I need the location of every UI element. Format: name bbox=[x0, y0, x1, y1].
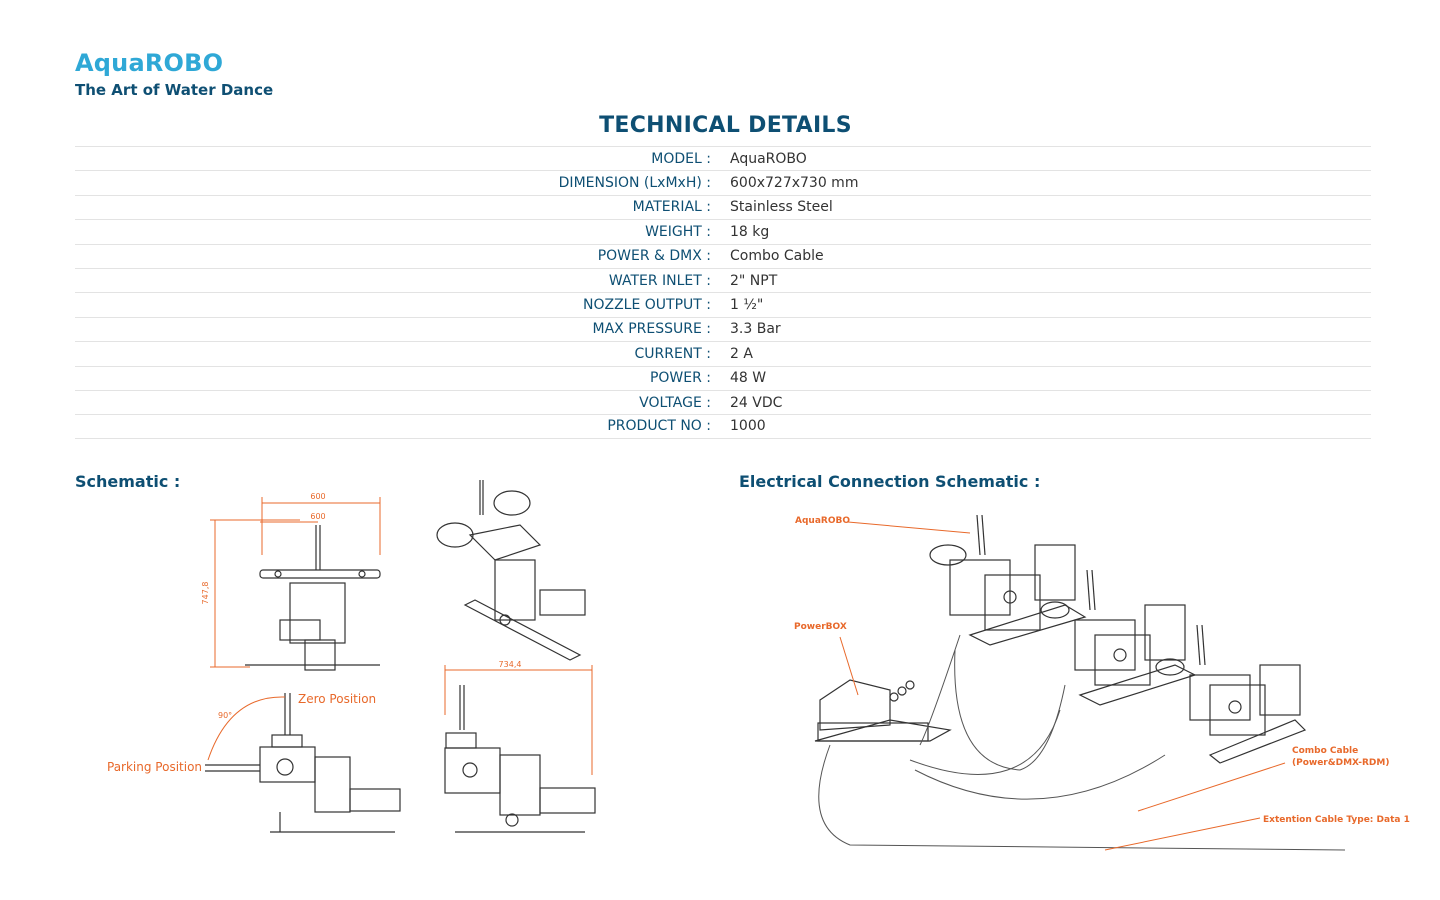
brand-title: AquaROBO bbox=[75, 49, 224, 77]
spec-value: 48 W bbox=[730, 370, 767, 387]
dim-width-inner-label: 600 bbox=[310, 512, 325, 521]
spec-key: WATER INLET : bbox=[608, 272, 711, 289]
spec-key: PRODUCT NO : bbox=[607, 418, 711, 435]
spec-row: DIMENSION (LxMxH) : 600x727x730 mm bbox=[75, 170, 1371, 194]
annotation-combo-cable-spec: (Power&DMX-RDM) bbox=[1292, 758, 1389, 768]
zero-position-label: Zero Position bbox=[298, 692, 376, 706]
spec-table: MODEL : AquaROBO DIMENSION (LxMxH) : 600x72… bbox=[75, 146, 1371, 439]
spec-value: 24 VDC bbox=[730, 394, 783, 411]
technical-details-heading: TECHNICAL DETAILS bbox=[599, 113, 852, 138]
spec-value: AquaROBO bbox=[730, 150, 807, 167]
spec-key: POWER : bbox=[649, 370, 711, 387]
annotation-combo-cable: Combo Cable bbox=[1292, 746, 1358, 756]
spec-row: MODEL : AquaROBO bbox=[75, 146, 1371, 170]
spec-value: Combo Cable bbox=[730, 248, 824, 265]
electrical-schematic-title: Electrical Connection Schematic : bbox=[739, 472, 1041, 491]
spec-value: Stainless Steel bbox=[730, 199, 833, 216]
spec-key: CURRENT : bbox=[634, 345, 711, 362]
spec-row: POWER & DMX : Combo Cable bbox=[75, 243, 1371, 268]
angle-label: 90° bbox=[218, 711, 232, 720]
annotation-powerbox: PowerBOX bbox=[794, 622, 847, 632]
parking-position-label: Parking Position bbox=[107, 760, 202, 774]
spec-row: WEIGHT : 18 kg bbox=[75, 219, 1371, 243]
mechanical-schematic-drawing: 600 600 747,8 90° Zero Position Parking … bbox=[107, 480, 596, 833]
spec-value: 1000 bbox=[730, 418, 766, 435]
brand-subtitle: The Art of Water Dance bbox=[75, 81, 274, 99]
spec-value: 600x727x730 mm bbox=[730, 175, 859, 192]
spec-key: NOZZLE OUTPUT : bbox=[583, 297, 711, 314]
spec-row: PRODUCT NO : 1000 bbox=[75, 414, 1371, 439]
spec-value: 1 ½" bbox=[730, 297, 764, 314]
annotation-aquarobo: AquaROBO bbox=[795, 516, 850, 526]
dim-width-outer-label: 600 bbox=[310, 492, 325, 501]
electrical-schematic-drawing: AquaROBO PowerBOX Combo Cable (Power&DMX… bbox=[794, 514, 1410, 851]
dim-side-label: 734,4 bbox=[499, 660, 522, 669]
spec-key: VOLTAGE : bbox=[639, 394, 711, 411]
spec-value: 2 A bbox=[730, 345, 753, 362]
spec-row: VOLTAGE : 24 VDC bbox=[75, 389, 1371, 414]
schematic-title: Schematic : bbox=[75, 472, 181, 491]
spec-row: CURRENT : 2 A bbox=[75, 341, 1371, 365]
spec-value: 2" NPT bbox=[730, 272, 778, 289]
spec-row: MAX PRESSURE : 3.3 Bar bbox=[75, 316, 1371, 341]
annotation-extension-cable: Extention Cable Type: Data 1 bbox=[1263, 815, 1410, 825]
spec-key: MATERIAL : bbox=[632, 199, 711, 216]
spec-value: 3.3 Bar bbox=[730, 321, 781, 338]
dim-height-label: 747,8 bbox=[201, 582, 210, 605]
spec-row: MATERIAL : Stainless Steel bbox=[75, 194, 1371, 219]
spec-row: NOZZLE OUTPUT : 1 ½" bbox=[75, 292, 1371, 316]
spec-key: POWER & DMX : bbox=[597, 248, 711, 265]
spec-key: MAX PRESSURE : bbox=[592, 321, 711, 338]
brand-block: AquaROBO The Art of Water Dance bbox=[75, 48, 273, 100]
spec-key: DIMENSION (LxMxH) : bbox=[558, 175, 711, 192]
spec-key: MODEL : bbox=[651, 150, 711, 167]
spec-value: 18 kg bbox=[730, 223, 770, 240]
spec-key: WEIGHT : bbox=[645, 223, 711, 240]
spec-row: POWER : 48 W bbox=[75, 365, 1371, 390]
spec-row: WATER INLET : 2" NPT bbox=[75, 267, 1371, 292]
